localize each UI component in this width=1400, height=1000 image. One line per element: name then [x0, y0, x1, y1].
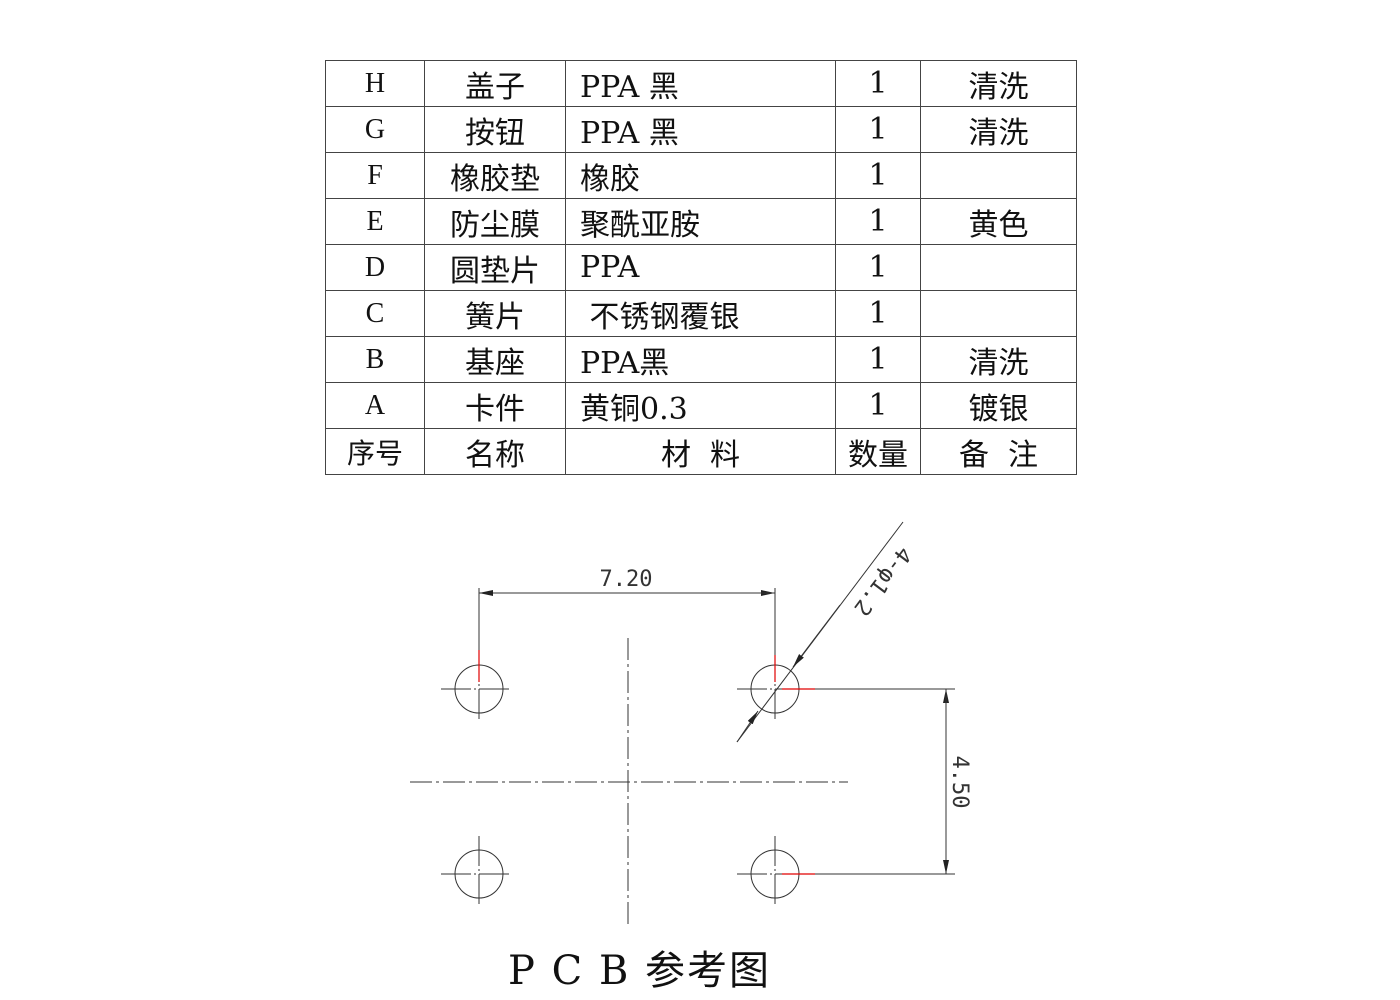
cell-name: 盖子: [424, 60, 566, 107]
cell-material: 材 料: [565, 428, 836, 475]
cell-material: 黄铜0.3: [565, 382, 836, 429]
cell-qty: 1: [835, 336, 921, 383]
drawing-title: P C B 参考图: [508, 948, 772, 994]
cell-note: 清洗: [920, 106, 1077, 153]
dim-horizontal-label: 7.20: [600, 567, 653, 592]
cell-no: H: [325, 60, 425, 107]
cell-material: PPA 黑: [565, 106, 836, 153]
cell-note: 备 注: [920, 428, 1077, 475]
cell-qty: 1: [835, 152, 921, 199]
cell-no: A: [325, 382, 425, 429]
cell-name: 防尘膜: [424, 198, 566, 245]
cell-no: 序号: [325, 428, 425, 475]
cell-name: 基座: [424, 336, 566, 383]
cell-note: 镀银: [920, 382, 1077, 429]
cell-material: 不锈钢覆银: [565, 290, 836, 337]
cell-name: 按钮: [424, 106, 566, 153]
dim-vertical-label: 4.50: [947, 756, 972, 809]
cell-name: 卡件: [424, 382, 566, 429]
cell-qty: 1: [835, 244, 921, 291]
cell-note: [920, 244, 1077, 291]
cell-qty: 1: [835, 198, 921, 245]
cell-note: [920, 152, 1077, 199]
cell-name: 名称: [424, 428, 566, 475]
cell-no: B: [325, 336, 425, 383]
cell-qty: 1: [835, 290, 921, 337]
cell-name: 橡胶垫: [424, 152, 566, 199]
table-header-row: 序号名称材 料数量备 注: [325, 428, 1077, 475]
cell-no: D: [325, 244, 425, 291]
cell-material: 橡胶: [565, 152, 836, 199]
cell-no: E: [325, 198, 425, 245]
cell-name: 簧片: [424, 290, 566, 337]
cell-qty: 数量: [835, 428, 921, 475]
cell-name: 圆垫片: [424, 244, 566, 291]
